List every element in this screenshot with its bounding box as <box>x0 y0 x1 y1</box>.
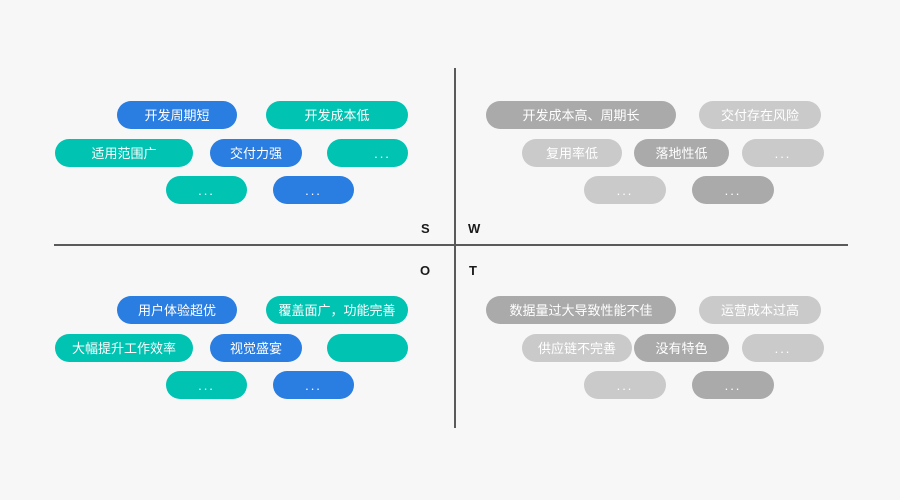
quadrant-label-threats: T <box>469 263 478 278</box>
swot-pill-weakness-3[interactable]: 复用率低 <box>522 139 622 167</box>
vertical-axis-divider <box>454 68 456 428</box>
swot-pill-opportunity-6[interactable]: ... <box>166 371 247 399</box>
swot-pill-opportunity-4[interactable]: 视觉盛宴 <box>210 334 302 362</box>
swot-pill-threat-3[interactable]: 供应链不完善 <box>522 334 632 362</box>
swot-pill-threat-1[interactable]: 数据量过大导致性能不佳 <box>486 296 676 324</box>
quadrant-label-weaknesses: W <box>468 221 481 236</box>
swot-pill-weakness-4[interactable]: 落地性低 <box>634 139 729 167</box>
swot-pill-threat-6[interactable]: ... <box>584 371 666 399</box>
swot-pill-strength-6[interactable]: ... <box>166 176 247 204</box>
swot-pill-weakness-2[interactable]: 交付存在风险 <box>699 101 821 129</box>
swot-pill-opportunity-2[interactable]: 覆盖面广，功能完善 <box>266 296 408 324</box>
swot-pill-weakness-1[interactable]: 开发成本高、周期长 <box>486 101 676 129</box>
swot-pill-threat-2[interactable]: 运营成本过高 <box>699 296 821 324</box>
horizontal-axis-divider <box>54 244 848 246</box>
swot-pill-strength-2[interactable]: 开发成本低 <box>266 101 408 129</box>
swot-pill-opportunity-1[interactable]: 用户体验超优 <box>117 296 237 324</box>
swot-pill-weakness-7[interactable]: ... <box>692 176 774 204</box>
swot-pill-threat-7[interactable]: ... <box>692 371 774 399</box>
swot-pill-opportunity-5[interactable] <box>327 334 408 362</box>
quadrant-label-strengths: S <box>421 221 431 236</box>
swot-pill-strength-1[interactable]: 开发周期短 <box>117 101 237 129</box>
quadrant-label-opportunities: O <box>420 263 431 278</box>
swot-pill-strength-4[interactable]: 交付力强 <box>210 139 302 167</box>
swot-pill-threat-4[interactable]: 没有特色 <box>634 334 729 362</box>
swot-pill-weakness-6[interactable]: ... <box>584 176 666 204</box>
swot-pill-strength-5[interactable]: ... <box>327 139 408 167</box>
swot-pill-opportunity-7[interactable]: ... <box>273 371 354 399</box>
swot-pill-weakness-5[interactable]: ... <box>742 139 824 167</box>
swot-pill-strength-3[interactable]: 适用范围广 <box>55 139 193 167</box>
swot-pill-opportunity-3[interactable]: 大幅提升工作效率 <box>55 334 193 362</box>
swot-pill-strength-7[interactable]: ... <box>273 176 354 204</box>
swot-pill-threat-5[interactable]: ... <box>742 334 824 362</box>
